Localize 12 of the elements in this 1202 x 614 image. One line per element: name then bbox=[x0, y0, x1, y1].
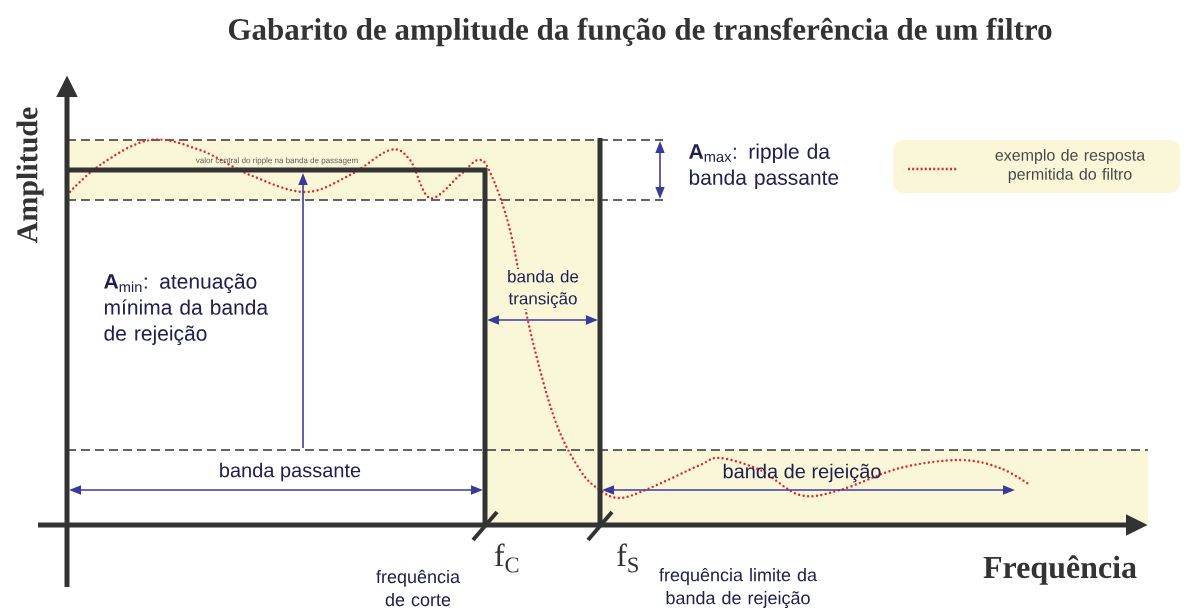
annotation-text: frequência limite da banda de rejeição bbox=[659, 568, 817, 608]
annotation-text: A$_{min}$: atenuação mínima da banda de rejeição bbox=[104, 273, 269, 346]
title: Gabarito de amplitude da função de transferência de um filtro bbox=[228, 17, 1052, 47]
annotation-text: A$_{max}$: ripple da banda passante bbox=[689, 143, 839, 190]
axis-label: Amplitude bbox=[16, 107, 44, 244]
axis-label: Frequência bbox=[983, 555, 1137, 585]
band-label: banda passante bbox=[220, 462, 361, 482]
legend-box: exemplo de resposta permitida do filtro bbox=[892, 139, 1181, 194]
frequency-symbol: f$_{S}$ bbox=[617, 543, 638, 573]
band-label: banda de transição bbox=[492, 269, 594, 309]
annotation-text: frequência de corte bbox=[376, 569, 460, 607]
frequency-symbol: f$_{C}$ bbox=[494, 543, 519, 573]
